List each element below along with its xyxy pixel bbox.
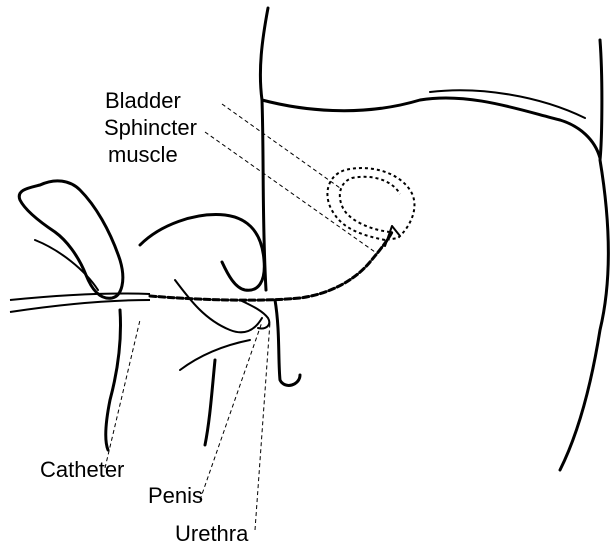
leader-lines xyxy=(105,104,375,530)
catheter-tube-inner xyxy=(10,300,150,312)
right-hand-top xyxy=(140,215,264,291)
penis-label: Penis xyxy=(148,483,203,508)
catheter-label: Catheter xyxy=(40,457,124,482)
right-hand-wrist-right xyxy=(205,360,215,445)
urethra-leader xyxy=(255,322,270,530)
sphincter-leader xyxy=(205,132,375,252)
right-hand-wrist-left xyxy=(106,310,121,450)
leg-inner-edge xyxy=(275,300,300,385)
urethra-label: Urethra xyxy=(175,521,249,546)
catheter xyxy=(10,226,400,312)
waistband xyxy=(262,98,600,158)
catheter-inserted xyxy=(150,232,392,300)
left-hand xyxy=(19,181,123,298)
bladder xyxy=(327,168,414,240)
bladder-inner-outline xyxy=(340,177,400,232)
body-outline xyxy=(260,8,608,470)
shirt-fold xyxy=(430,90,585,118)
sphincter-label-line1: Sphincter xyxy=(104,115,197,140)
catheter-tip xyxy=(385,226,400,246)
right-hand xyxy=(106,215,264,450)
right-hand-fingers xyxy=(175,280,262,332)
bladder-outline xyxy=(327,168,414,240)
hip-right-edge xyxy=(560,40,608,470)
catheter-tube-outer xyxy=(10,293,150,300)
sphincter-label-line2: muscle xyxy=(108,142,178,167)
bladder-label: Bladder xyxy=(105,88,181,113)
bladder-leader xyxy=(222,104,340,188)
penis-outline xyxy=(240,300,269,328)
